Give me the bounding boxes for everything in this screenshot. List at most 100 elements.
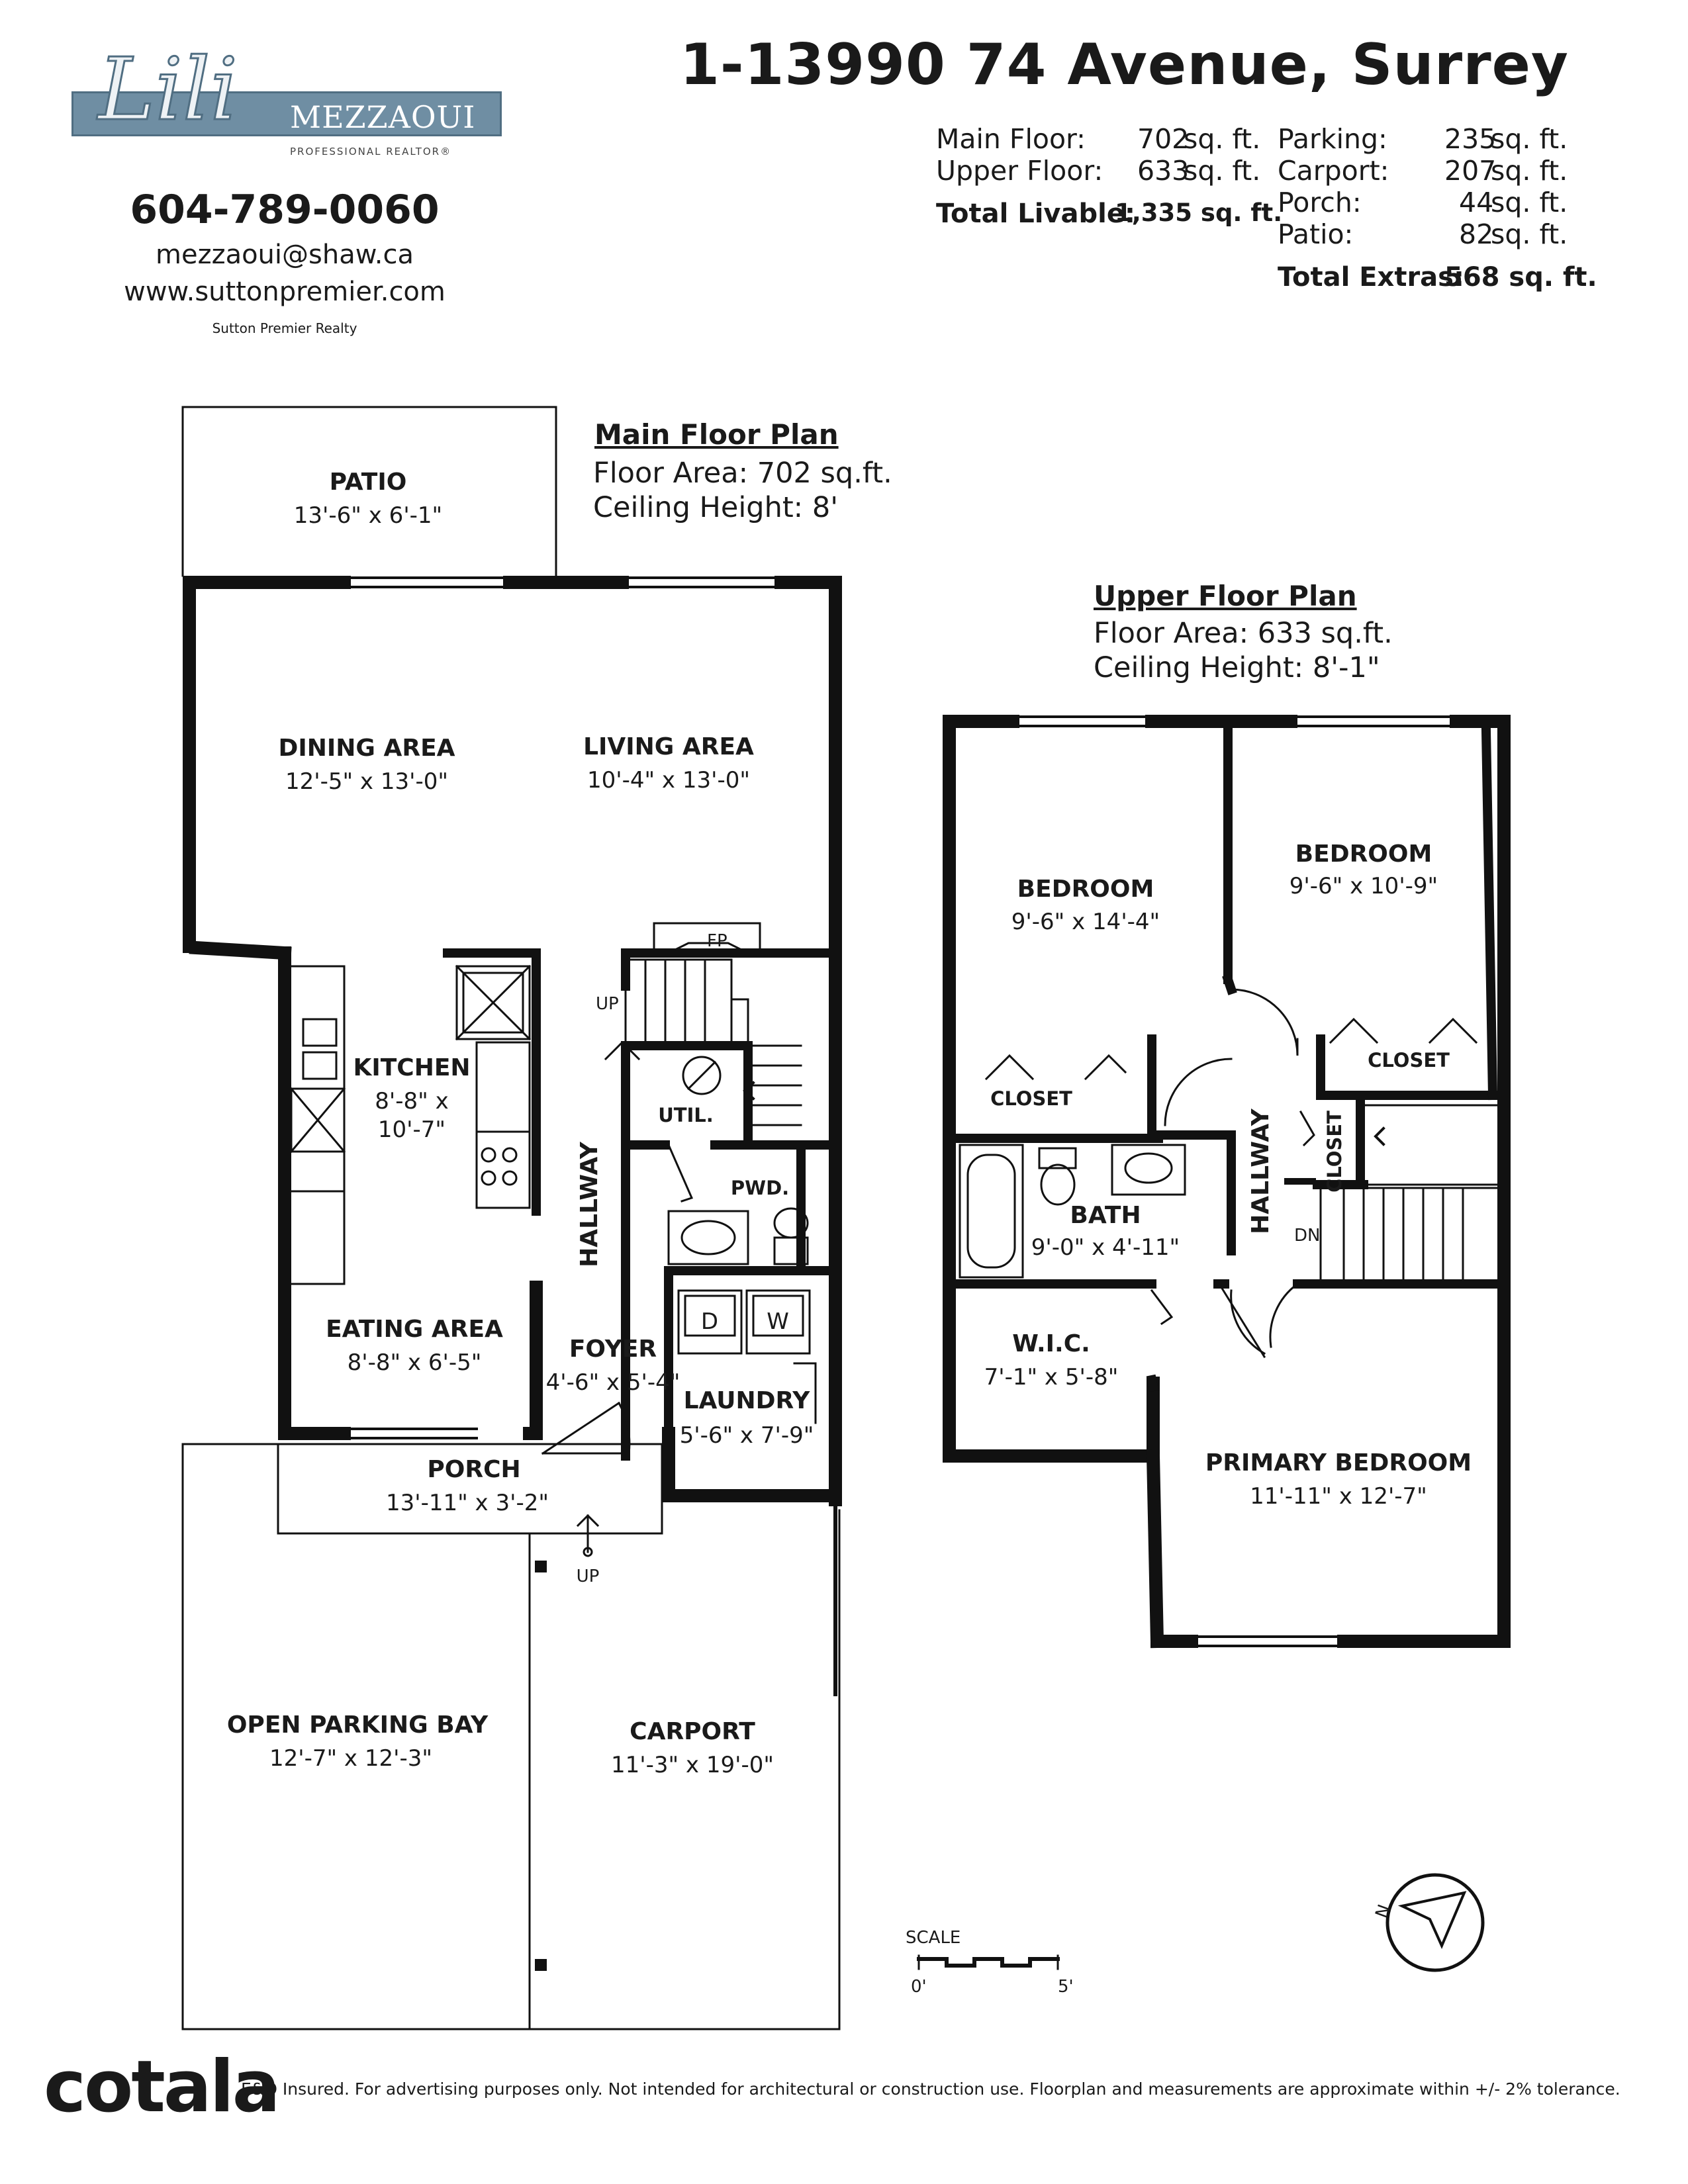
- main-floor-windows: [183, 576, 782, 1439]
- bath-fixtures: [959, 1144, 1186, 1279]
- main-floor-area-value: 702: [1137, 123, 1190, 155]
- logo-script-text: Lili: [97, 39, 238, 140]
- carport-dims: 11'-3" x 19'-0": [611, 1752, 774, 1778]
- bath-dims: 9'-0" x 4'-11": [1031, 1234, 1180, 1261]
- logo-subtitle: PROFESSIONAL REALTOR®: [290, 146, 452, 158]
- fireplace: [653, 922, 761, 954]
- main-hallway-label: HALLWAY: [576, 1141, 603, 1267]
- primary-bedroom-label: PRIMARY BEDROOM: [1205, 1449, 1472, 1477]
- laundry-label: LAUNDRY: [684, 1387, 811, 1414]
- upper-floor-exterior-walls: [943, 715, 1511, 1649]
- kitchen-label: KITCHEN: [353, 1054, 470, 1081]
- porch-up-label: UP: [577, 1567, 600, 1586]
- main-floor-plan-title: Main Floor Plan: [594, 418, 839, 451]
- eating-area-label: EATING AREA: [326, 1316, 503, 1343]
- living-area-label: LIVING AREA: [583, 733, 754, 760]
- cotala-logo: cotala: [44, 2046, 281, 2128]
- closet-shelf: [1284, 1178, 1316, 1185]
- patio-label: PATIO: [330, 469, 407, 496]
- bedroom-right-dims: 9'-6" x 10'-9": [1289, 873, 1438, 899]
- patio-outline: [181, 406, 557, 577]
- utility-label: UTIL.: [658, 1104, 714, 1126]
- porch-label: PORCH: [427, 1456, 520, 1483]
- main-floor-stairs: [624, 958, 802, 1126]
- carport-area-unit: sq. ft.: [1491, 155, 1568, 187]
- porch-dims: 13'-11" x 3'-2": [386, 1490, 549, 1516]
- scale-bar: [917, 1954, 1060, 1970]
- agent-email[interactable]: mezzaoui@shaw.ca: [156, 240, 414, 270]
- agent-website[interactable]: www.suttonpremier.com: [124, 277, 445, 307]
- dining-area-label: DINING AREA: [278, 735, 455, 762]
- closet-right-label: CLOSET: [1368, 1049, 1450, 1071]
- parking-post: [535, 1959, 547, 1971]
- total-extras-value: 568 sq. ft.: [1444, 262, 1597, 293]
- powder-room-label: PWD.: [731, 1177, 789, 1199]
- upper-floor-plan-title: Upper Floor Plan: [1094, 580, 1357, 612]
- laundry-machines: [677, 1289, 817, 1424]
- entry-door: [541, 1401, 631, 1455]
- open-parking-bay-label: OPEN PARKING BAY: [227, 1711, 489, 1739]
- bedroom-left-dims: 9'-6" x 14'-4": [1011, 909, 1160, 935]
- patio-area-unit: sq. ft.: [1491, 218, 1568, 250]
- open-parking-bay-dims: 12'-7" x 12'-3": [269, 1745, 432, 1772]
- primary-bedroom-dims: 11'-11" x 12'-7": [1250, 1483, 1427, 1510]
- upper-floor-area-label: Upper Floor:: [936, 155, 1103, 187]
- dryer-label: D: [701, 1308, 718, 1335]
- bedroom-left-label: BEDROOM: [1017, 876, 1154, 903]
- total-extras-label: Total Extras:: [1278, 262, 1464, 293]
- upper-hallway-label: HALLWAY: [1247, 1108, 1274, 1234]
- wic-dims: 7'-1" x 5'-8": [984, 1364, 1119, 1390]
- upper-floor-area-caption: Floor Area: 633 sq.ft.: [1094, 617, 1393, 650]
- upper-floor-area-unit: sq. ft.: [1184, 155, 1261, 187]
- upper-floor-ceiling-caption: Ceiling Height: 8'-1": [1094, 651, 1380, 684]
- stairs-down-label: DN: [1294, 1226, 1320, 1246]
- foyer-dims: 4'-6" x 5'-4": [546, 1369, 680, 1396]
- brokerage-name: Sutton Premier Realty: [212, 320, 357, 336]
- upper-floor-interior-walls: [945, 726, 1509, 1392]
- bath-label: BATH: [1070, 1202, 1141, 1229]
- carport-area-value: 207: [1444, 155, 1497, 187]
- upper-floor-stairs: [1319, 1104, 1501, 1282]
- main-floor-area-caption: Floor Area: 702 sq.ft.: [593, 457, 892, 490]
- scale-start: 0': [911, 1977, 927, 1997]
- porch-area-unit: sq. ft.: [1491, 187, 1568, 218]
- porch-and-parking: [181, 1443, 841, 2030]
- laundry-dims: 5'-6" x 7'-9": [680, 1422, 814, 1449]
- closet-hall-label: CLOSET: [1323, 1111, 1346, 1193]
- upper-floor-doors: [984, 988, 1478, 1359]
- total-livable-label: Total Livable:: [936, 199, 1135, 229]
- stairs-up-label: UP: [596, 994, 619, 1014]
- entry-up-arrow: [576, 1514, 600, 1557]
- washer-label: W: [767, 1308, 789, 1335]
- fireplace-label: FP: [707, 931, 727, 951]
- foyer-label: FOYER: [569, 1336, 657, 1363]
- scale-end: 5': [1058, 1977, 1074, 1997]
- upper-floor-windows: [943, 715, 1458, 1647]
- water-heater: [604, 1040, 722, 1095]
- disclaimer-text: E&O Insured. For advertising purposes on…: [241, 2079, 1620, 2099]
- bedroom-right-label: BEDROOM: [1295, 841, 1432, 868]
- porch-area-label: Porch:: [1278, 187, 1362, 218]
- kitchen-fixtures: [283, 964, 532, 1285]
- patio-area-label: Patio:: [1278, 218, 1354, 250]
- dining-area-dims: 12'-5" x 13'-0": [285, 768, 448, 795]
- closet-left-label: CLOSET: [990, 1087, 1072, 1110]
- wic-label: W.I.C.: [1012, 1330, 1090, 1357]
- carport-label: CARPORT: [630, 1718, 755, 1745]
- parking-area-label: Parking:: [1278, 123, 1387, 155]
- carport-area-label: Carport:: [1278, 155, 1389, 187]
- main-floor-area-unit: sq. ft.: [1184, 123, 1261, 155]
- patio-area-value: 82: [1459, 218, 1494, 250]
- parking-area-value: 235: [1444, 123, 1497, 155]
- agent-phone[interactable]: 604-789-0060: [130, 187, 440, 233]
- logo-banner: [71, 91, 502, 136]
- eating-area-dims: 8'-8" x 6'-5": [348, 1349, 482, 1376]
- total-livable-value: 1,335 sq. ft.: [1115, 199, 1283, 227]
- upper-floor-area-value: 633: [1137, 155, 1190, 187]
- living-area-dims: 10'-4" x 13'-0": [587, 767, 750, 794]
- property-address: 1-13990 74 Avenue, Surrey: [680, 32, 1569, 98]
- porch-post: [535, 1561, 547, 1572]
- patio-dims: 13'-6" x 6'-1": [294, 502, 442, 529]
- logo-name-text: MEZZAOUI: [290, 99, 476, 135]
- compass-rose: [1385, 1873, 1485, 1972]
